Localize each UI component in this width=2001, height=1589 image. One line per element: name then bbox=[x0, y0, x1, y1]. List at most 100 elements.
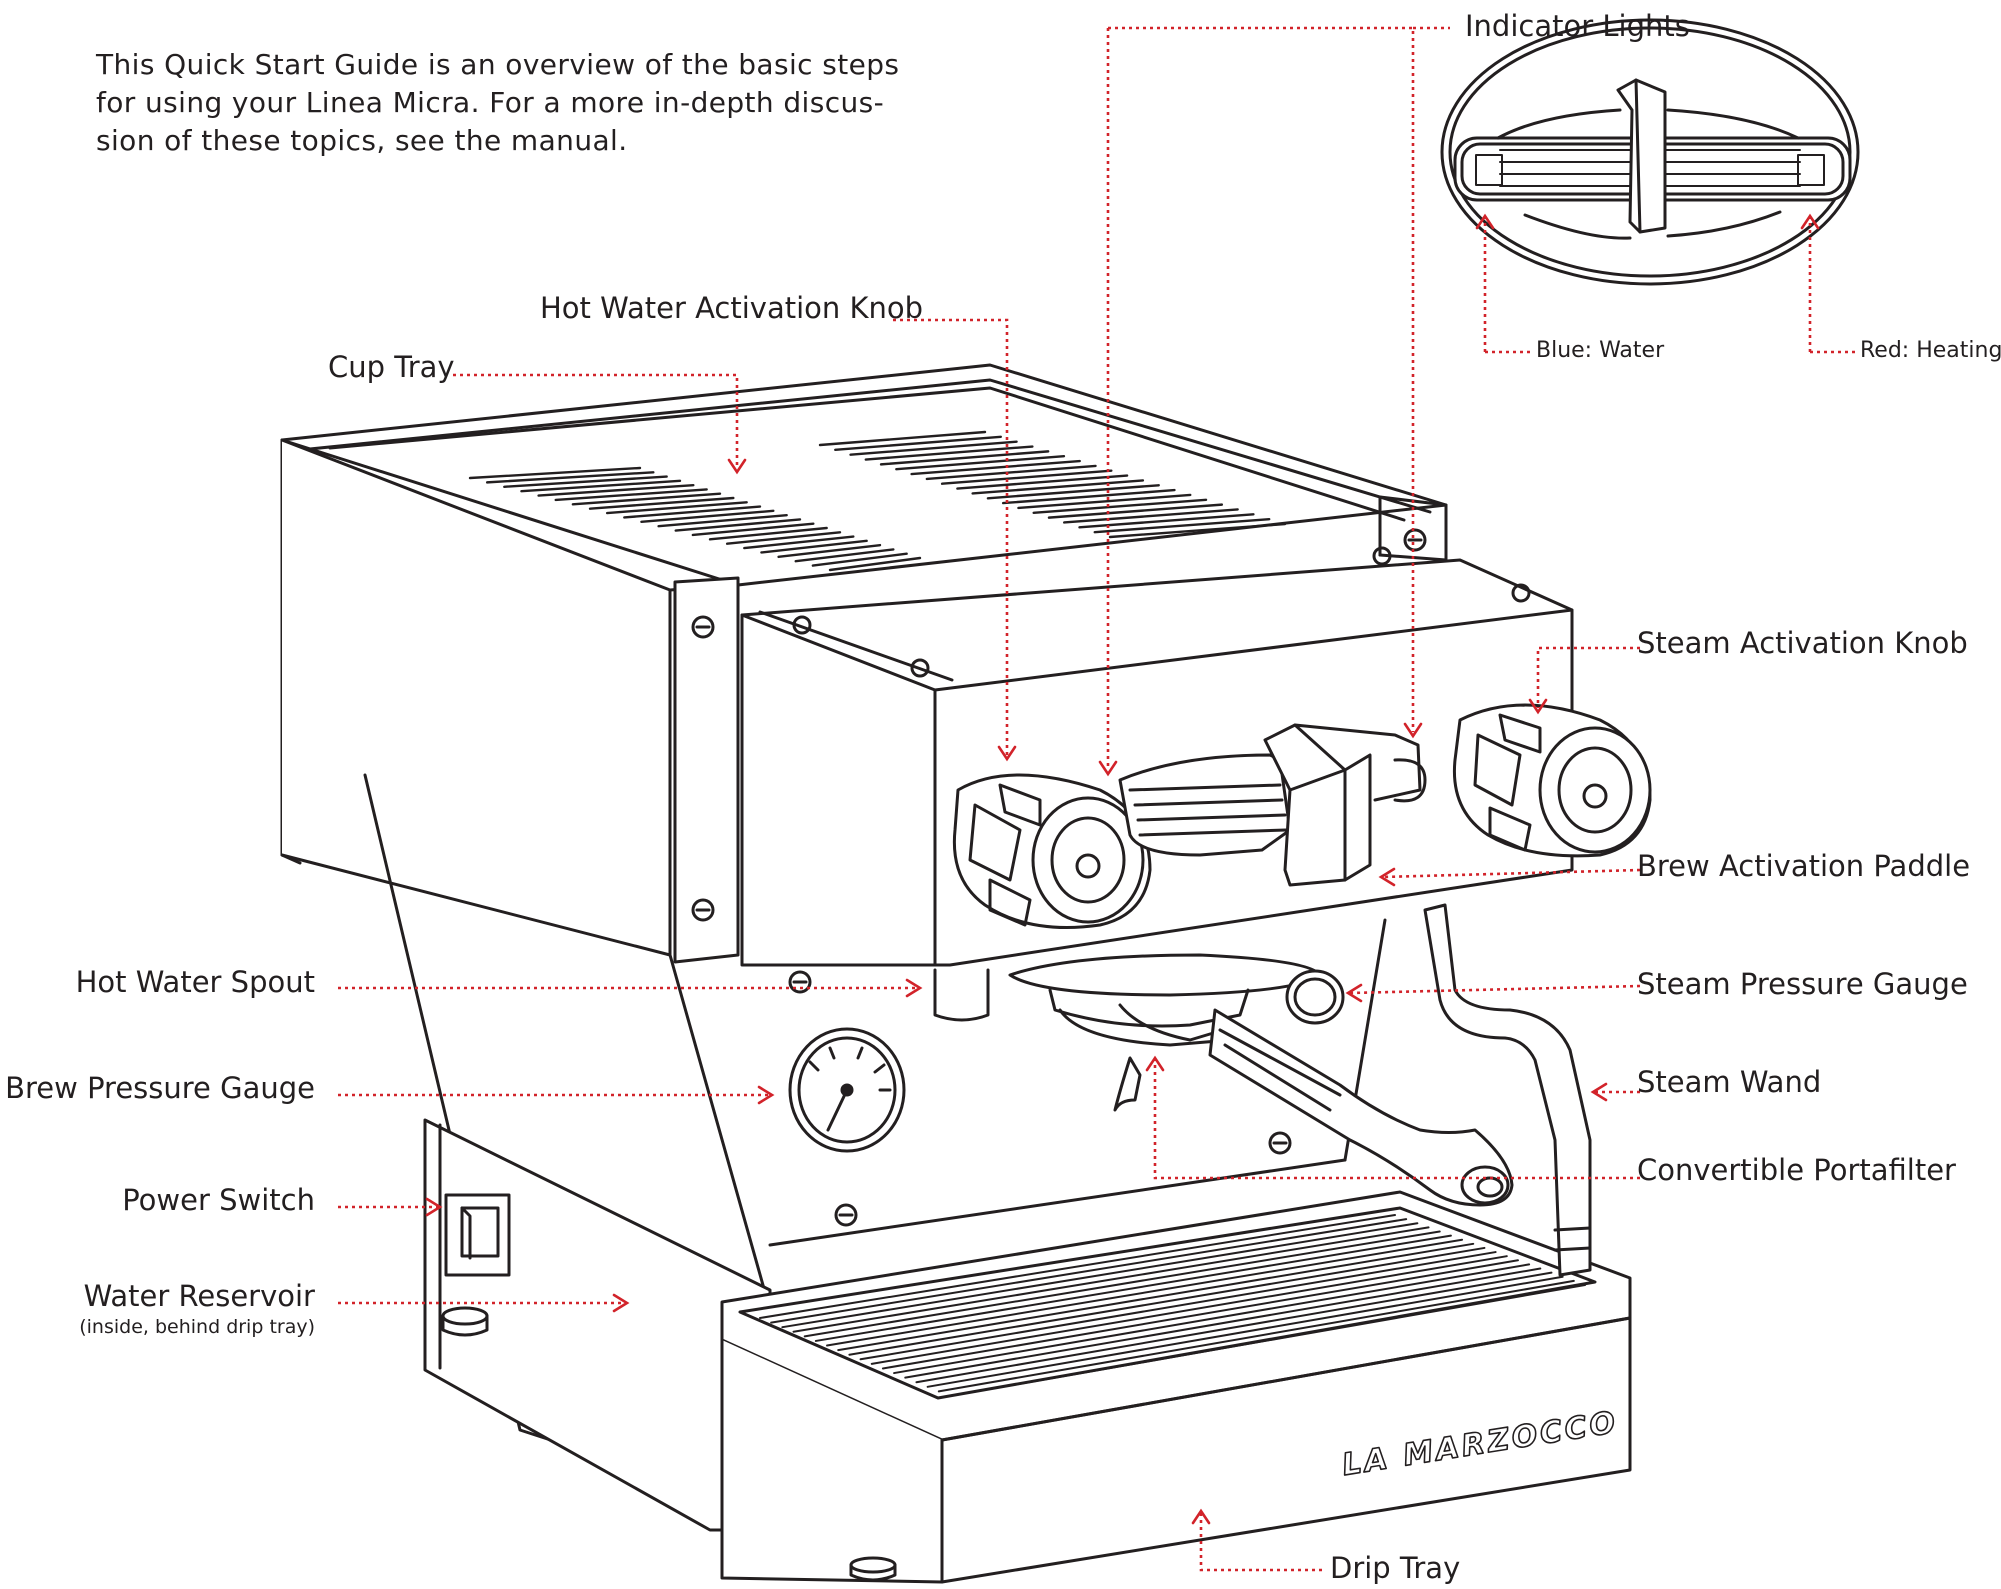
grille-slot bbox=[834, 435, 1002, 452]
grille-slot bbox=[623, 505, 762, 519]
svg-text:LA MARZOCCO: LA MARZOCCO bbox=[1340, 1405, 1621, 1483]
grille-slot bbox=[537, 483, 695, 497]
drip-tray-bar bbox=[826, 1238, 1464, 1347]
drip-tray-bar bbox=[859, 1251, 1497, 1361]
drip-tray-bar bbox=[759, 1214, 1396, 1319]
base-reservoir bbox=[423, 1118, 772, 1532]
intro-line-3: sion of these topics, see the manual. bbox=[96, 124, 628, 157]
label-water-reservoir-note: (inside, behind drip tray) bbox=[79, 1316, 315, 1338]
grille-slot bbox=[640, 509, 775, 524]
grille-slot bbox=[743, 535, 855, 550]
grille-slot bbox=[468, 466, 642, 480]
grille-slot bbox=[1032, 498, 1208, 514]
portafilter-shape bbox=[1113, 1003, 1514, 1207]
hot-water-knob-shape bbox=[952, 773, 1152, 929]
grille-slot bbox=[725, 531, 842, 545]
grille-slot bbox=[925, 464, 1097, 481]
steam-knob-shape bbox=[1452, 703, 1652, 858]
label-steam-gauge: Steam Pressure Gauge bbox=[1637, 967, 1968, 1001]
grille-slot bbox=[828, 556, 922, 572]
grille-slot bbox=[520, 479, 682, 493]
group-head bbox=[1008, 953, 1322, 1047]
steam-gauge-shape bbox=[1285, 969, 1345, 1025]
grille-slot bbox=[1001, 488, 1176, 505]
hot-water-spout-shape bbox=[933, 968, 990, 1022]
drip-tray-bar bbox=[915, 1271, 1553, 1384]
indicator-inset bbox=[1440, 18, 1860, 286]
drip-tray-bar bbox=[803, 1230, 1441, 1338]
drip-tray-bar bbox=[893, 1263, 1531, 1375]
grille-slot bbox=[1063, 508, 1239, 524]
label-power-switch: Power Switch bbox=[122, 1183, 315, 1217]
label-brew-paddle: Brew Activation Paddle bbox=[1637, 849, 1971, 883]
grille-slot bbox=[794, 548, 895, 563]
grille-slot bbox=[1093, 517, 1271, 534]
head-box bbox=[691, 528, 1574, 967]
intro-line-2: for using your Linea Micra. For a more i… bbox=[96, 86, 885, 119]
drip-tray bbox=[720, 1190, 1632, 1584]
drip-tray-bar bbox=[770, 1218, 1408, 1324]
grille-slot bbox=[691, 522, 815, 537]
grille-slot bbox=[971, 479, 1145, 495]
leader-lines bbox=[338, 26, 1855, 1572]
drip-tray-bar bbox=[848, 1246, 1486, 1356]
grille-slot bbox=[910, 459, 1081, 476]
intro-line-1: This Quick Start Guide is an overview of… bbox=[96, 48, 900, 81]
drip-tray-bar bbox=[881, 1259, 1519, 1370]
cup-tray-grille bbox=[468, 430, 1287, 572]
label-cup-tray: Cup Tray bbox=[328, 350, 455, 384]
grille-slot bbox=[1017, 493, 1192, 510]
cup-tray-body bbox=[280, 363, 1448, 964]
leader-arrowheads bbox=[425, 213, 1820, 1525]
drip-tray-bar bbox=[904, 1267, 1542, 1379]
label-portafilter: Convertible Portafilter bbox=[1637, 1153, 1956, 1187]
grille-slot bbox=[864, 445, 1034, 461]
drip-tray-bar bbox=[814, 1234, 1452, 1342]
label-drip-tray: Drip Tray bbox=[1330, 1551, 1461, 1585]
grille-slot bbox=[940, 469, 1113, 485]
grille-slot bbox=[503, 475, 668, 488]
grille-slot bbox=[588, 496, 735, 510]
label-steam-knob: Steam Activation Knob bbox=[1637, 626, 1968, 660]
grille-slot bbox=[879, 450, 1050, 466]
grille-slot bbox=[674, 518, 802, 532]
brew-gauge-shape bbox=[788, 1027, 906, 1153]
grille-slot bbox=[1047, 503, 1224, 519]
drip-tray-bar bbox=[937, 1279, 1575, 1393]
grille-slot bbox=[571, 492, 722, 506]
drip-tray-bar bbox=[949, 1284, 1586, 1397]
grille-slot bbox=[895, 455, 1066, 471]
grille-slot bbox=[554, 488, 708, 502]
drip-tray-bar bbox=[792, 1226, 1430, 1333]
label-indicator-lights: Indicator Lights bbox=[1465, 9, 1690, 43]
grille-slot bbox=[849, 440, 1018, 456]
label-hot-water-spout: Hot Water Spout bbox=[75, 965, 315, 999]
drip-tray-bar bbox=[870, 1255, 1508, 1365]
brew-paddle-shape bbox=[1118, 723, 1427, 887]
label-red-heating: Red: Heating bbox=[1860, 338, 2001, 363]
grille-slot bbox=[760, 539, 868, 554]
grille-slot bbox=[956, 474, 1129, 490]
grille-slot bbox=[1108, 522, 1287, 539]
grille-slot bbox=[605, 501, 748, 515]
label-water-reservoir: Water Reservoir bbox=[83, 1279, 315, 1313]
grille-slot bbox=[818, 430, 987, 447]
brand-logo: LA MARZOCCO bbox=[1339, 1404, 1621, 1484]
drip-tray-bar bbox=[781, 1222, 1419, 1329]
grille-slot bbox=[811, 552, 908, 567]
steam-wand-shape bbox=[1423, 903, 1592, 1277]
drip-tray-bar bbox=[926, 1275, 1564, 1388]
grille-slot bbox=[708, 526, 828, 541]
grille-slot bbox=[777, 543, 882, 559]
drip-tray-bar bbox=[837, 1242, 1475, 1352]
label-hot-water-knob: Hot Water Activation Knob bbox=[540, 291, 924, 325]
grille-slot bbox=[986, 484, 1160, 500]
grille-slot bbox=[657, 513, 788, 528]
label-brew-gauge: Brew Pressure Gauge bbox=[5, 1071, 315, 1105]
label-steam-wand: Steam Wand bbox=[1637, 1065, 1822, 1099]
grille-slot bbox=[485, 471, 655, 484]
label-blue-water: Blue: Water bbox=[1536, 338, 1665, 363]
intro-text: This Quick Start Guide is an overview of… bbox=[96, 46, 900, 160]
